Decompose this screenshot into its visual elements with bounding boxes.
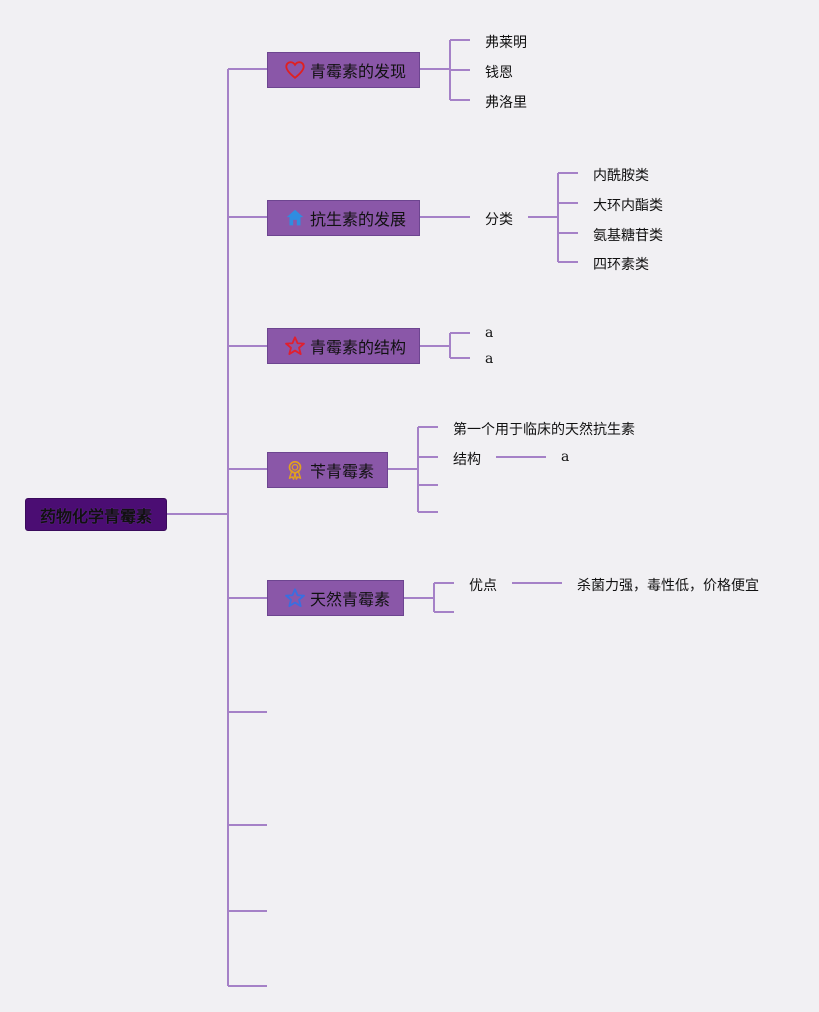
subtopic-structure[interactable]: 结构 bbox=[453, 452, 481, 468]
house-icon bbox=[284, 207, 306, 229]
subtopic-lactams[interactable]: 内酰胺类 bbox=[593, 168, 649, 184]
topic-label: 青霉素的发现 bbox=[310, 62, 407, 81]
topic-antibiotic-development[interactable]: 抗生素的发展 bbox=[267, 200, 420, 236]
subtopic-tetracyclines[interactable]: 四环素类 bbox=[593, 257, 649, 273]
subtopic-classification[interactable]: 分类 bbox=[485, 212, 513, 228]
topic-label: 天然青霉素 bbox=[310, 590, 391, 609]
topic-label: 苄青霉素 bbox=[310, 462, 375, 481]
topic-natural-penicillin[interactable]: 天然青霉素 bbox=[267, 580, 404, 616]
subtopic-advantages-detail[interactable]: 杀菌力强，毒性低，价格便宜 bbox=[577, 578, 759, 594]
topic-penicillin-structure[interactable]: 青霉素的结构 bbox=[267, 328, 420, 364]
topic-label: 抗生素的发展 bbox=[310, 210, 407, 229]
heart-icon bbox=[284, 59, 306, 81]
subtopic-structure-a[interactable]: a bbox=[561, 449, 570, 465]
star-icon bbox=[284, 335, 306, 357]
root-topic[interactable]: 药物化学青霉素 bbox=[25, 498, 167, 531]
subtopic-florey[interactable]: 弗洛里 bbox=[485, 95, 527, 111]
subtopic-structure-a-2[interactable]: a bbox=[485, 351, 494, 367]
subtopic-aminoglycosides[interactable]: 氨基糖苷类 bbox=[593, 228, 663, 244]
subtopic-structure-a-1[interactable]: a bbox=[485, 325, 494, 341]
subtopic-first-clinical-antibiotic[interactable]: 第一个用于临床的天然抗生素 bbox=[453, 422, 635, 438]
award-ribbon-icon bbox=[284, 459, 306, 481]
subtopic-advantages[interactable]: 优点 bbox=[469, 578, 497, 594]
subtopic-macrolides[interactable]: 大环内酯类 bbox=[593, 198, 663, 214]
topic-label: 青霉素的结构 bbox=[310, 338, 407, 357]
root-topic-label: 药物化学青霉素 bbox=[39, 506, 152, 526]
topic-penicillin-discovery[interactable]: 青霉素的发现 bbox=[267, 52, 420, 88]
topic-benzylpenicillin[interactable]: 苄青霉素 bbox=[267, 452, 388, 488]
subtopic-chain[interactable]: 钱恩 bbox=[485, 65, 513, 81]
star-icon bbox=[284, 587, 306, 609]
subtopic-fleming[interactable]: 弗莱明 bbox=[485, 35, 527, 51]
